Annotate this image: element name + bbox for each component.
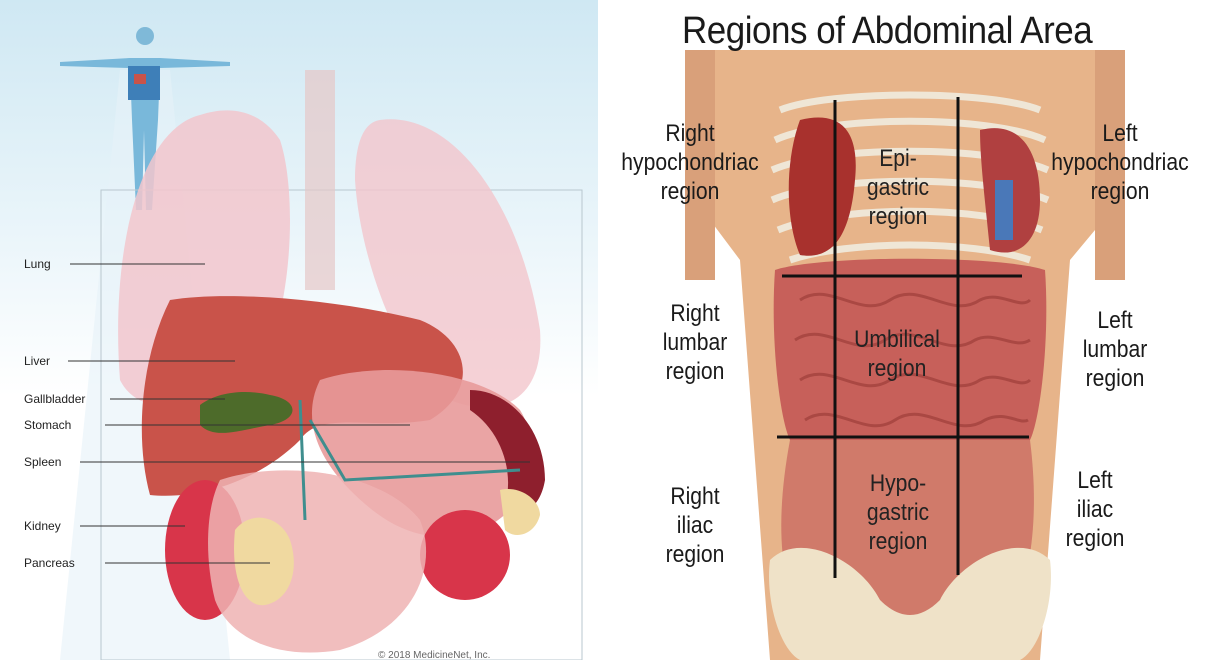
spleen-label: Spleen [24, 455, 61, 469]
umbilical-region-label: Umbilical region [843, 326, 950, 384]
right-iliac-region-label: Right iliac region [629, 483, 761, 569]
hypogastric-region-label: Hypo- gastric region [847, 470, 949, 556]
stomach-label: Stomach [24, 418, 71, 432]
left-iliac-region-label: Left iliac region [1029, 467, 1161, 553]
kidney-label: Kidney [24, 519, 61, 533]
diagram-title: Regions of Abdominal Area [682, 10, 1092, 53]
spleen-region-shape [995, 180, 1013, 240]
copyright-text: © 2018 MedicineNet, Inc. [378, 650, 490, 660]
left-lumbar-region-label: Left lumbar region [1049, 307, 1181, 393]
abdominal-regions-panel: Regions of Abdominal Area Right hypochon… [600, 0, 1209, 660]
left-hypochondriac-region-label: Left hypochondriac region [1041, 120, 1199, 206]
trachea-shape [305, 70, 335, 290]
pancreas-label: Pancreas [24, 556, 75, 570]
organ-illustration-panel: Lung Liver Gallbladder Stomach Spleen Ki… [0, 0, 598, 660]
gallbladder-label: Gallbladder [24, 392, 85, 406]
left-kidney-shape [420, 510, 510, 600]
right-hypochondriac-region-label: Right hypochondriac region [611, 120, 769, 206]
right-lumbar-region-label: Right lumbar region [629, 300, 761, 386]
lung-label: Lung [24, 257, 51, 271]
epigastric-region-label: Epi- gastric region [847, 145, 949, 231]
liver-label: Liver [24, 354, 50, 368]
organ-illustration [0, 0, 598, 660]
